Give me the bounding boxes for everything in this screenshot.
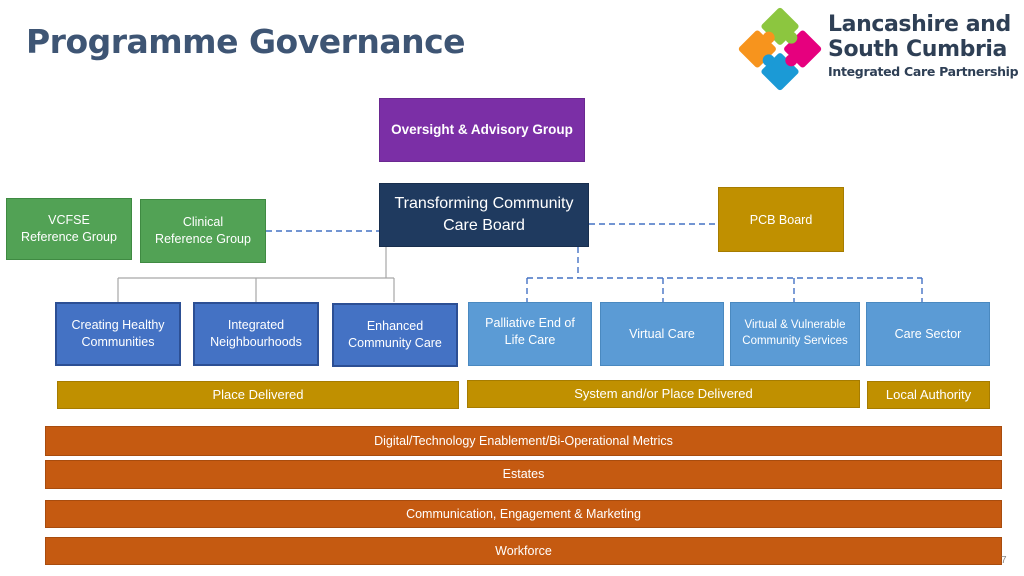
workstream-virtual-care: Virtual Care: [600, 302, 724, 366]
place-delivered-bar: Place Delivered: [57, 381, 459, 409]
logo-line-2: South Cumbria: [828, 37, 1007, 62]
pcb-board-box: PCB Board: [718, 187, 844, 252]
puzzle-pieces-icon: [738, 7, 822, 91]
enabler-digital-technology-bar: Digital/Technology Enablement/Bi-Operati…: [45, 426, 1002, 456]
enabler-communication-bar: Communication, Engagement & Marketing: [45, 500, 1002, 528]
oversight-advisory-group-box: Oversight & Advisory Group: [379, 98, 585, 162]
workstream-integrated-neighbourhoods: Integrated Neighbourhoods: [193, 302, 319, 366]
page-title: Programme Governance: [26, 22, 466, 61]
logo: Lancashire and South Cumbria Integrated …: [734, 6, 1019, 92]
workstream-care-sector: Care Sector: [866, 302, 990, 366]
workstream-creating-healthy-communities: Creating Healthy Communities: [55, 302, 181, 366]
workstream-virtual-vulnerable-community-services: Virtual & Vulnerable Community Services: [730, 302, 860, 366]
local-authority-bar: Local Authority: [867, 381, 990, 409]
logo-line-3: Integrated Care Partnership: [828, 64, 1019, 79]
logo-line-1: Lancashire and: [828, 12, 1011, 37]
system-place-delivered-bar: System and/or Place Delivered: [467, 380, 860, 408]
enabler-workforce-bar: Workforce: [45, 537, 1002, 565]
page-number: 7: [1001, 555, 1007, 566]
enabler-estates-bar: Estates: [45, 460, 1002, 489]
workstream-enhanced-community-care: Enhanced Community Care: [332, 303, 458, 367]
workstream-palliative-end-of-life-care: Palliative End of Life Care: [468, 302, 592, 366]
vcfse-reference-group-box: VCFSE Reference Group: [6, 198, 132, 260]
transforming-community-care-board-box: Transforming Community Care Board: [379, 183, 589, 247]
clinical-reference-group-box: Clinical Reference Group: [140, 199, 266, 263]
